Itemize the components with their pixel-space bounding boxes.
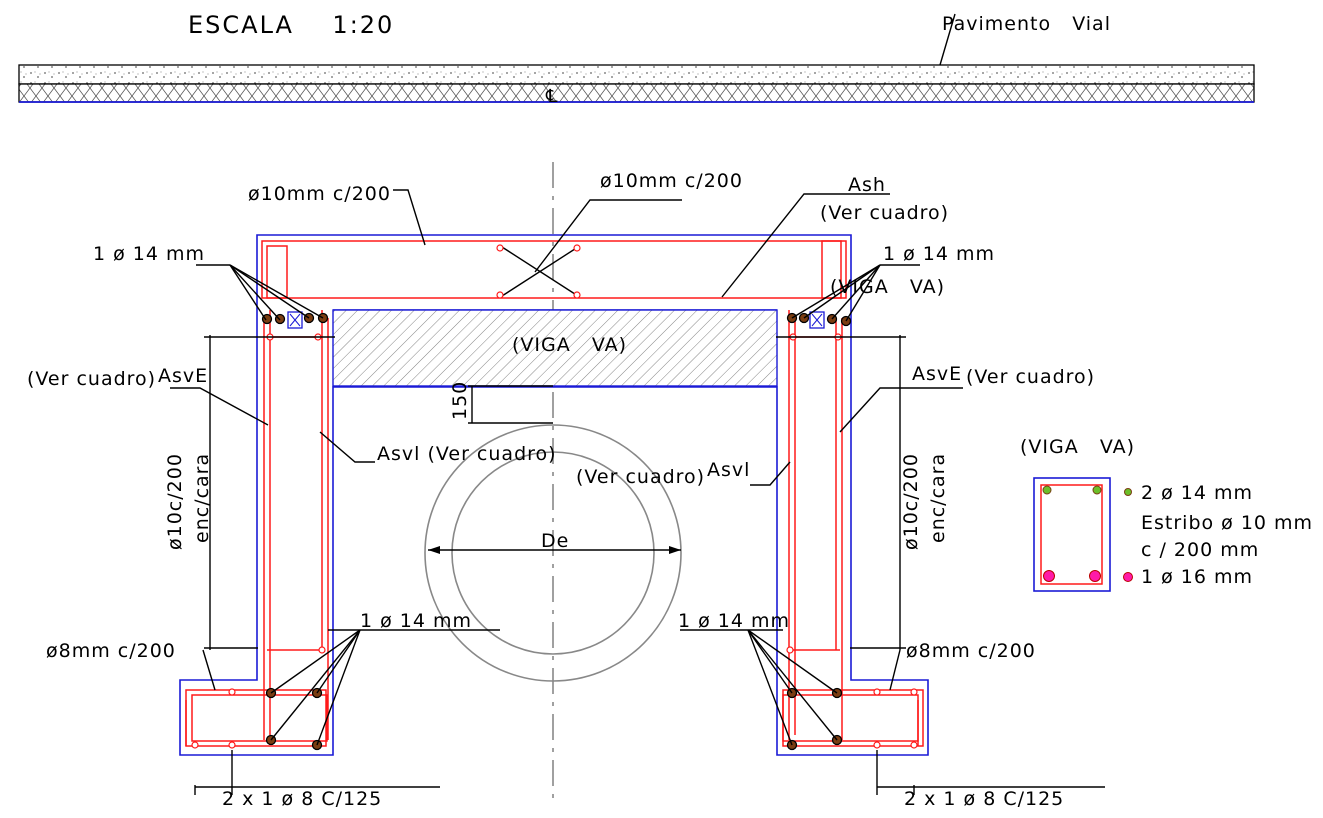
label-ver-cuadro-left: (Ver cuadro)	[27, 368, 156, 390]
legend-bottom-bar	[1089, 570, 1101, 582]
viga-va-hatch	[332, 309, 778, 387]
legend-section-outline	[1033, 477, 1111, 592]
pavement-leader	[939, 13, 956, 66]
leader-lines	[170, 189, 963, 746]
legend-item-stirrup-2: c / 200 mm	[1141, 539, 1259, 561]
corner-details	[287, 311, 825, 329]
label-asvl-left: Asvl (Ver cuadro)	[377, 443, 557, 465]
label-bottom-right-bars: 2 x 1 ø 8 C/125	[904, 788, 1064, 810]
label-ver-cuadro-mid: (Ver cuadro)	[576, 466, 705, 488]
label-dim-left-v2: enc/cara	[191, 453, 213, 543]
label-dim-right-v2: enc/cara	[927, 453, 949, 543]
label-dim-150: 150	[449, 381, 471, 420]
label-asve-left: AsvE	[158, 365, 208, 387]
label-bar14-right-bottom: 1 ø 14 mm	[678, 610, 790, 632]
label-bar14-left-bottom: 1 ø 14 mm	[360, 610, 472, 632]
pavement-label: Pavimento Vial	[942, 13, 1111, 35]
label-viga-va-right: (VIGA VA)	[830, 276, 945, 298]
legend-item-top: 2 ø 14 mm	[1141, 482, 1253, 504]
legend-top-dot	[1124, 488, 1132, 496]
label-bottom-left-bars: 2 x 1 ø 8 C/125	[222, 788, 382, 810]
legend-bottom-bar	[1043, 570, 1055, 582]
pipe-outer	[424, 424, 682, 682]
legend-top-bar	[1042, 485, 1052, 495]
legend: (VIGA VA) 2 ø 14 mm Estribo ø 10 mm c / …	[1020, 436, 1313, 592]
small-bars	[191, 244, 918, 749]
legend-top-bar	[1092, 485, 1102, 495]
dimension-lines	[194, 335, 1105, 795]
centerline-symbol: ℄	[545, 86, 558, 107]
legend-title: (VIGA VA)	[1020, 436, 1135, 458]
diameter-label: De	[541, 530, 569, 552]
pipe-inner	[451, 451, 655, 655]
legend-item-bottom: 1 ø 16 mm	[1141, 566, 1253, 588]
label-ash-ref: (Ver cuadro)	[820, 202, 949, 224]
label-bar14-left-top: 1 ø 14 mm	[93, 243, 205, 265]
pavement-strip	[18, 64, 1255, 103]
legend-bottom-dot	[1123, 572, 1133, 582]
label-stirrup8-right: ø8mm c/200	[906, 640, 1036, 662]
label-ash: Ash	[848, 174, 886, 196]
label-dim-left-v1: ø10c/200	[164, 453, 186, 550]
label-top-mid-stirrup: ø10mm c/200	[600, 170, 743, 192]
label-viga-va-center: (VIGA VA)	[512, 334, 627, 356]
scale-title: ESCALA 1:20	[188, 11, 394, 39]
label-ver-cuadro-right: (Ver cuadro)	[966, 366, 1095, 388]
label-bar14-right-top: 1 ø 14 mm	[883, 243, 995, 265]
label-asvl-right: Asvl	[707, 459, 750, 481]
legend-stirrup	[1040, 484, 1103, 585]
label-top-left-stirrup: ø10mm c/200	[248, 183, 391, 205]
label-stirrup8-left: ø8mm c/200	[46, 640, 176, 662]
legend-item-stirrup-1: Estribo ø 10 mm	[1141, 512, 1313, 534]
label-dim-right-v1: ø10c/200	[900, 453, 922, 550]
label-asve-right: AsvE	[912, 363, 962, 385]
culvert-outline	[179, 234, 929, 756]
